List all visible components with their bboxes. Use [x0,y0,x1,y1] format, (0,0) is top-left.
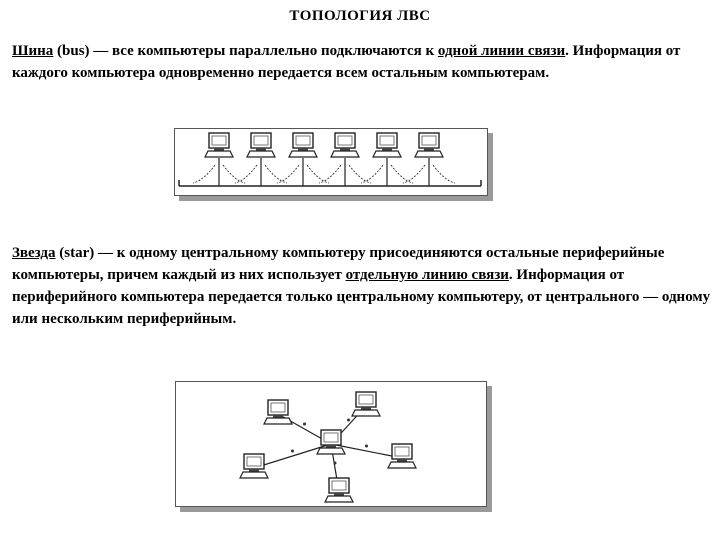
star-computer-top-right [351,391,381,417]
bus-signal-arrow-right [432,164,456,184]
star-link-line [253,443,332,469]
star-text-1: (star) — к одному центральному компьютер… [12,245,665,283]
bus-signal-arrow-left [192,164,216,184]
star-topology-diagram [175,381,487,507]
star-description: Звезда (star) — к одному центральному ко… [12,242,712,330]
star-link-line [330,443,403,459]
bus-link-term: одной линии связи [437,43,566,59]
star-signal-arrow [303,422,306,426]
star-link-term: отдельную линию связи [345,267,509,283]
star-computer-top-left [263,399,293,425]
star-signal-arrow [333,461,337,465]
page-title: ТОПОЛОГИЯ ЛВС [289,8,431,24]
star-signal-arrow [291,449,294,453]
bus-topology-diagram [174,128,488,196]
bus-text-1: (bus) — все компьютеры параллельно подкл… [53,43,438,59]
bus-computer-4 [330,132,360,158]
star-text-2: . Информация от периферийного компьютера… [12,267,711,327]
bus-computer-6 [414,132,444,158]
bus-computer-5 [372,132,402,158]
star-computer-bottom [324,477,354,503]
star-computer-right [387,443,417,469]
star-signal-arrow [347,418,350,422]
bus-computer-1 [204,132,234,158]
bus-text-2: . Информация от каждого компьютера однов… [12,43,681,81]
star-diagram-svg [239,391,417,503]
bus-diagram-svg [178,132,482,187]
bus-term: Шина [12,43,54,59]
star-signal-arrow [365,444,368,448]
bus-description: Шина (bus) — все компьютеры параллельно … [12,40,712,84]
bus-computer-3 [288,132,318,158]
star-computer-left [239,453,269,479]
star-central-computer [316,429,346,455]
bus-computer-2 [246,132,276,158]
star-term: Звезда [12,245,56,261]
